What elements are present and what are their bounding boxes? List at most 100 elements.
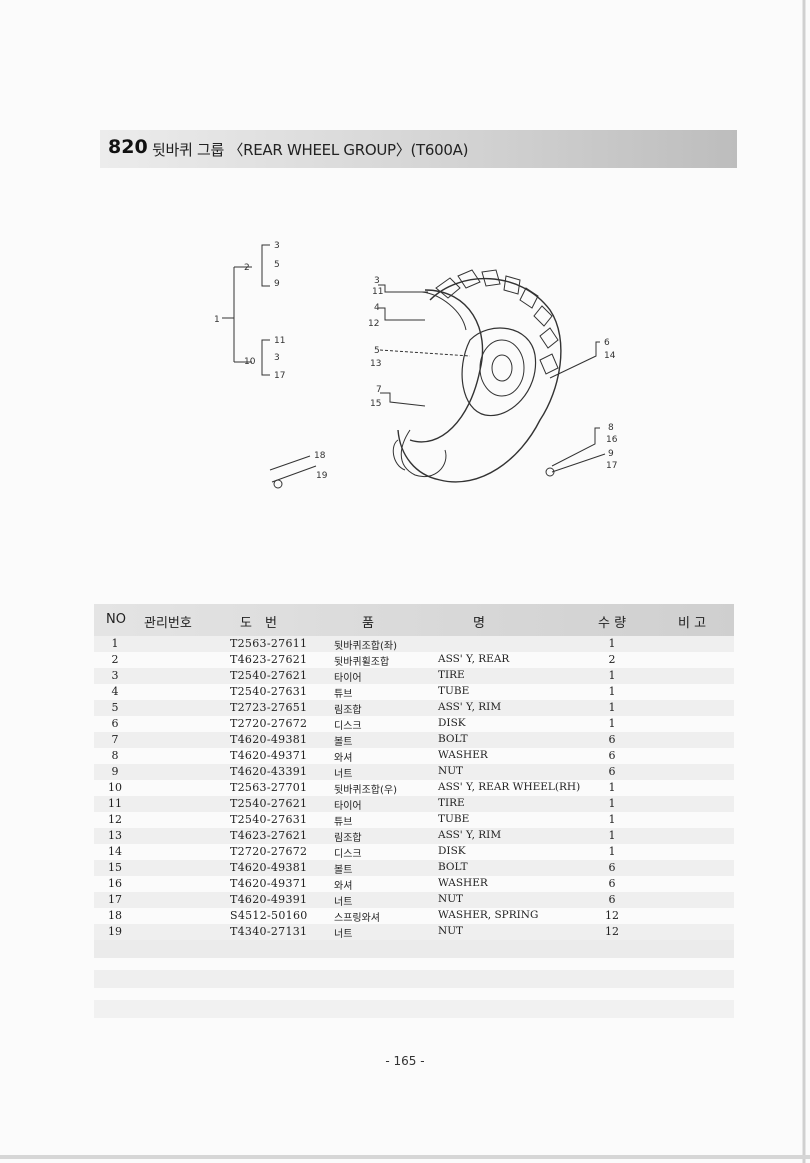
row-no: 6 [111, 717, 119, 730]
row-name-kr: 뒷바퀴조합(좌) [334, 641, 398, 652]
diagram-label: 5 [274, 260, 280, 270]
row-name-en: ASS' Y, REAR [438, 653, 510, 665]
page-title: 뒷바퀴 그룹 〈REAR WHEEL GROUP〉(T600A) [152, 141, 469, 159]
diagram-callout: 5 [374, 346, 380, 356]
row-name-kr: 림조합 [334, 705, 362, 716]
table-row: 8 T4620-49371 와셔 WASHER 6 [94, 748, 734, 764]
row-qty: 6 [608, 749, 616, 762]
diagram-label: 10 [244, 357, 256, 367]
row-qty: 12 [605, 909, 619, 922]
row-no: 8 [111, 749, 119, 762]
diagram-label: 11 [274, 336, 285, 346]
row-name-en: WASHER, SPRING [438, 909, 539, 921]
row-no: 17 [108, 893, 122, 906]
diagram-callout: 13 [370, 359, 381, 369]
row-no: 3 [111, 669, 119, 682]
row-qty: 6 [608, 733, 616, 746]
diagram-callout: 14 [604, 351, 616, 361]
row-name-kr: 튜브 [334, 689, 353, 700]
row-qty: 1 [608, 797, 616, 810]
diagram-callout: 12 [368, 319, 379, 329]
parts-diagram: 1 2 3 5 9 10 11 3 17 3 11 4 12 5 13 7 15… [214, 241, 618, 489]
row-no: 9 [111, 765, 119, 778]
row-name-en: WASHER [438, 877, 488, 889]
row-name-kr: 너트 [334, 769, 353, 780]
row-qty: 2 [608, 653, 616, 666]
row-qty: 1 [608, 829, 616, 842]
row-name-kr: 튜브 [334, 817, 353, 828]
row-name-kr: 스프링와셔 [334, 913, 380, 924]
row-part-number: T4620-49371 [230, 749, 308, 762]
row-name-kr: 타이어 [334, 801, 362, 812]
diagram-callout: 7 [376, 385, 382, 395]
row-no: 10 [108, 781, 122, 794]
row-name-en: ASS' Y, RIM [438, 829, 502, 841]
table-empty-band [94, 1000, 734, 1018]
row-name-en: TIRE [438, 797, 465, 809]
row-qty: 1 [608, 669, 616, 682]
row-name-kr: 와셔 [334, 753, 353, 764]
row-part-number: T4620-49371 [230, 877, 308, 890]
row-qty: 6 [608, 861, 616, 874]
row-name-kr: 뒷바퀴휠조합 [334, 657, 390, 668]
diagram-callout: 19 [316, 471, 328, 481]
diagram-callout: 15 [370, 399, 381, 409]
diagram-label: 3 [274, 353, 280, 363]
row-no: 13 [108, 829, 122, 842]
diagram-callout: 4 [374, 303, 380, 313]
row-name-en: NUT [438, 765, 464, 777]
diagram-label: 2 [244, 263, 250, 273]
row-part-number: T2563-27701 [230, 781, 308, 794]
row-part-number: T4340-27131 [230, 925, 308, 938]
row-name-kr: 볼트 [334, 865, 353, 876]
diagram-callout: 11 [372, 287, 383, 297]
row-part-number: T2540-27621 [230, 797, 308, 810]
row-name-kr: 너트 [334, 897, 353, 908]
column-header-name-a: 품 [362, 616, 374, 631]
row-name-en: DISK [438, 717, 466, 729]
diagram-callout: 17 [606, 461, 617, 471]
row-qty: 1 [608, 637, 616, 650]
row-name-kr: 뒷바퀴조합(우) [334, 785, 398, 796]
header-band [100, 130, 737, 168]
row-part-number: T2540-27631 [230, 813, 308, 826]
row-qty: 1 [608, 717, 616, 730]
row-name-kr: 타이어 [334, 673, 362, 684]
row-qty: 12 [605, 925, 619, 938]
row-name-en: BOLT [438, 733, 468, 745]
row-name-en: TIRE [438, 669, 465, 681]
row-no: 15 [108, 861, 122, 874]
row-part-number: T2540-27631 [230, 685, 308, 698]
row-part-number: T2720-27672 [230, 845, 308, 858]
row-no: 18 [108, 909, 122, 922]
table-row: 7 T4620-49381 볼트 BOLT 6 [94, 732, 734, 748]
row-qty: 6 [608, 877, 616, 890]
row-name-en: WASHER [438, 749, 488, 761]
row-name-en: ASS' Y, REAR WHEEL(RH) [438, 781, 581, 793]
row-no: 5 [111, 701, 119, 714]
row-no: 7 [111, 733, 119, 746]
row-name-kr: 볼트 [334, 737, 353, 748]
row-part-number: T2540-27621 [230, 669, 308, 682]
row-qty: 1 [608, 685, 616, 698]
diagram-label: 9 [274, 279, 280, 289]
row-part-number: T4620-49381 [230, 733, 308, 746]
row-name-kr: 와셔 [334, 881, 353, 892]
row-no: 14 [108, 845, 122, 858]
column-header-note: 비 고 [678, 616, 707, 631]
diagram-label: 17 [274, 371, 285, 381]
diagram-callout: 3 [374, 276, 380, 286]
diagram-callout: 8 [608, 423, 614, 433]
row-name-kr: 림조합 [334, 833, 362, 844]
row-qty: 1 [608, 701, 616, 714]
row-name-en: NUT [438, 925, 464, 937]
